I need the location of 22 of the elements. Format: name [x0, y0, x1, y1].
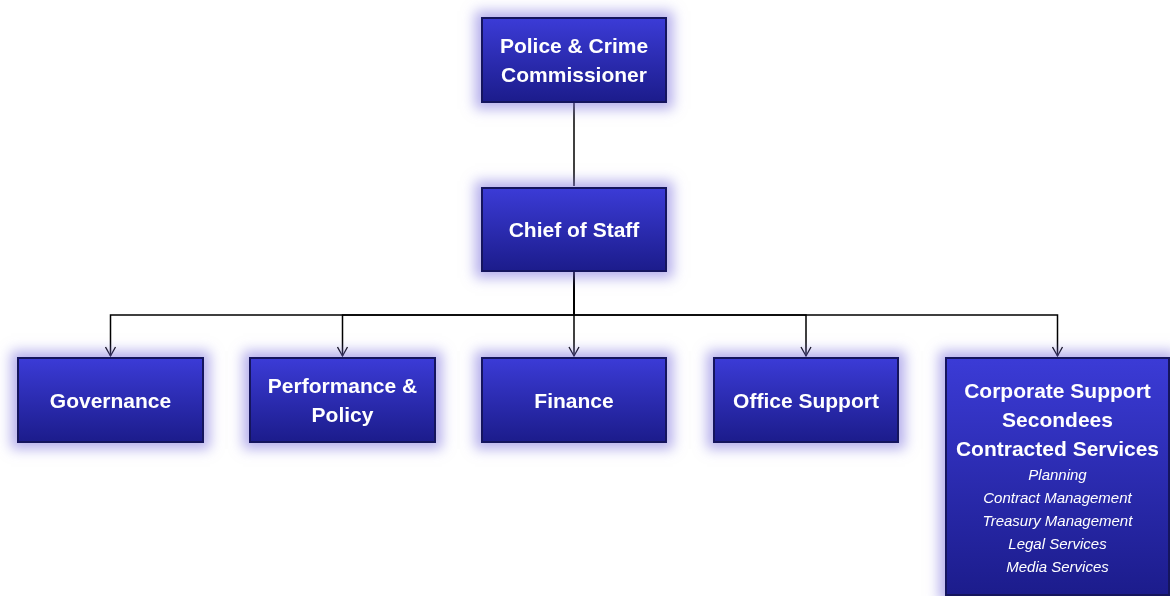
service-item: Treasury Management [982, 510, 1133, 531]
box-title: Corporate Support [964, 377, 1151, 404]
org-box [481, 357, 667, 443]
org-box [713, 357, 899, 443]
box-title: Office Support [733, 387, 879, 414]
box-title: Secondees [1002, 406, 1113, 433]
box-title: Police & Crime Commissioner [498, 33, 650, 88]
service-item: Planning [1028, 464, 1087, 485]
box-title: Governance [49, 387, 172, 414]
org-box [249, 357, 436, 443]
box-title: Finance [534, 387, 614, 414]
org-box [945, 357, 1170, 596]
box-title: Contracted Services [955, 435, 1160, 462]
box-title: Performance & Policy [266, 373, 419, 428]
service-item: Media Services [1006, 556, 1109, 577]
service-item: Contract Management [983, 487, 1132, 508]
org-box [481, 187, 667, 272]
connector-line [573, 102, 575, 187]
org-box [481, 17, 667, 103]
box-title: Chief of Staff [508, 217, 640, 243]
org-box [17, 357, 204, 443]
service-item: Legal Services [1008, 533, 1107, 554]
